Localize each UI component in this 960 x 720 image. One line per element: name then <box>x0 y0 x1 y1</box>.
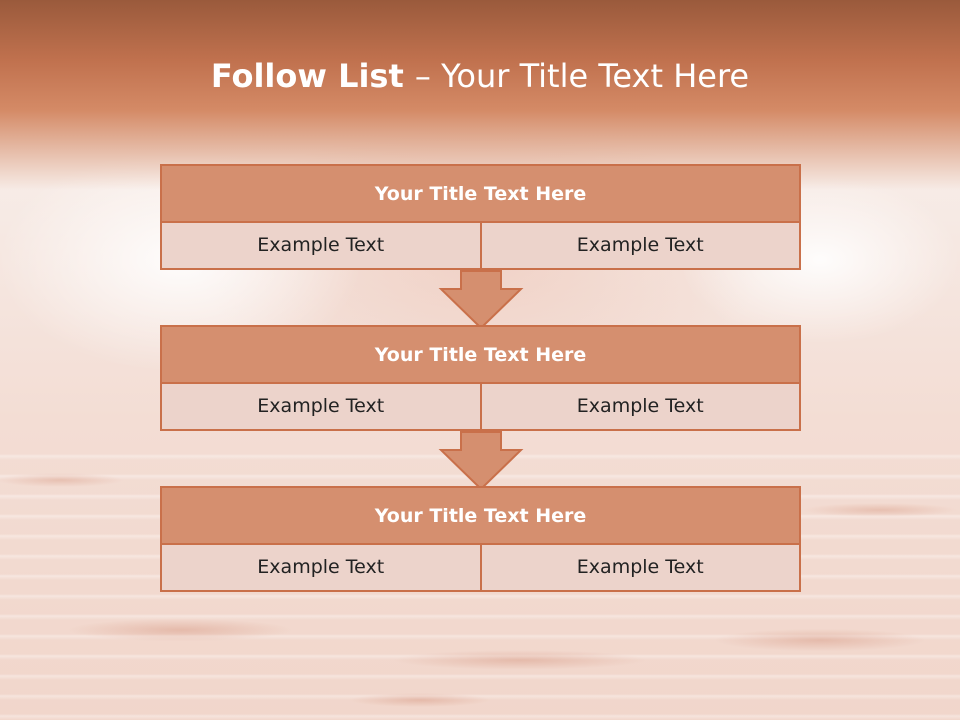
slide-title-rest: – Your Title Text Here <box>414 57 750 95</box>
step-cell-left[interactable]: Example Text <box>162 223 480 268</box>
step-cell-left[interactable]: Example Text <box>162 384 480 429</box>
down-arrow-icon <box>438 270 524 330</box>
slide-title-bold: Follow List <box>210 57 415 95</box>
down-arrow-icon <box>438 431 524 491</box>
step-block-1[interactable]: Your Title Text Here Example Text Exampl… <box>160 164 801 270</box>
step-cell-right[interactable]: Example Text <box>479 223 799 268</box>
step-row: Example Text Example Text <box>162 384 799 429</box>
step-cell-right[interactable]: Example Text <box>479 545 799 590</box>
step-cell-left[interactable]: Example Text <box>162 545 480 590</box>
step-title[interactable]: Your Title Text Here <box>162 166 799 223</box>
step-title[interactable]: Your Title Text Here <box>162 327 799 384</box>
step-cell-right[interactable]: Example Text <box>479 384 799 429</box>
step-row: Example Text Example Text <box>162 545 799 590</box>
step-row: Example Text Example Text <box>162 223 799 268</box>
slide-title: Follow List – Your Title Text Here <box>0 52 960 100</box>
step-block-3[interactable]: Your Title Text Here Example Text Exampl… <box>160 486 801 592</box>
step-block-2[interactable]: Your Title Text Here Example Text Exampl… <box>160 325 801 431</box>
step-title[interactable]: Your Title Text Here <box>162 488 799 545</box>
